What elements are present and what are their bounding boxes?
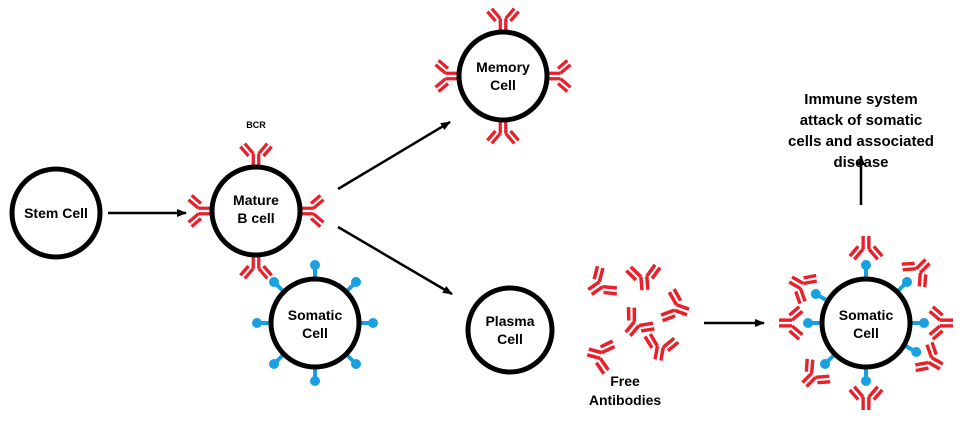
- antigen-icon: [810, 289, 829, 303]
- memory-cell-label-line1: Memory: [476, 59, 530, 75]
- free-antibody-icon: [587, 265, 618, 296]
- free-antibody-icon: [586, 339, 616, 375]
- somatic-cell-right-label-line2: Cell: [853, 325, 879, 341]
- stem-cell: Stem Cell: [9, 166, 103, 260]
- antigen-icon: [344, 352, 362, 370]
- stem-cell-label: Stem Cell: [24, 205, 88, 221]
- arrow-mature-to-plasma: [337, 225, 453, 296]
- bcr-antibody-icon: [486, 7, 520, 31]
- somatic-cell-left-label-line2: Cell: [302, 325, 328, 341]
- outcome-line3: cells and associated: [788, 133, 934, 150]
- memory-cell: Memory Cell: [434, 7, 572, 145]
- somatic-cell-left-label-line1: Somatic: [288, 307, 343, 323]
- free-antibodies: Free Antibodies: [586, 263, 690, 408]
- free-antibody-glyphs: [586, 263, 690, 375]
- bound-antibody-icon: [788, 273, 818, 305]
- antigen-icon: [310, 260, 320, 279]
- antigen-icon: [910, 318, 929, 328]
- antigen-icon: [310, 367, 320, 386]
- free-antibodies-label-line2: Antibodies: [589, 392, 662, 408]
- memory-receptors: [434, 7, 572, 145]
- bcr-antibody-icon: [548, 59, 572, 93]
- plasma-cell-label-line2: Cell: [497, 331, 523, 347]
- bound-antibody-icon: [928, 305, 953, 341]
- bcr-antibody-icon: [486, 121, 520, 145]
- plasma-cell: Plasma Cell: [465, 285, 555, 375]
- plasma-cell-label-line1: Plasma: [485, 313, 534, 329]
- free-antibody-icon: [643, 333, 680, 361]
- mature-b-cell: Mature B cell BCR: [187, 120, 325, 280]
- bound-antibody-icon: [914, 341, 944, 373]
- antigen-icon: [268, 352, 286, 370]
- bound-antibody-icon: [779, 305, 804, 341]
- antigen-icon: [861, 367, 871, 386]
- bound-antibody-icon: [848, 236, 884, 261]
- antigen-icon: [344, 276, 362, 294]
- antigen-icon: [252, 318, 271, 328]
- bcr-label: BCR: [246, 120, 266, 130]
- free-antibody-icon: [625, 263, 662, 291]
- bcr-antibody-icon: [239, 142, 273, 166]
- bound-antibody-icon: [848, 385, 884, 410]
- bound-antibody-icon: [901, 258, 931, 288]
- antigen-icon: [903, 343, 922, 357]
- outcome-text: Immune system attack of somatic cells an…: [788, 91, 934, 171]
- antigen-icon: [861, 260, 871, 279]
- antigen-icon: [895, 276, 913, 294]
- somatic-cell-left: Somatic Cell: [252, 260, 378, 386]
- somatic-cell-right: Somatic Cell: [779, 236, 953, 410]
- outcome-line1: Immune system: [804, 91, 917, 108]
- bcr-antibody-icon: [301, 194, 325, 228]
- bcr-antibody-icon: [187, 194, 211, 228]
- antigen-icon: [803, 318, 822, 328]
- free-antibody-icon: [624, 307, 655, 338]
- somatic-cell-right-label-line1: Somatic: [839, 307, 894, 323]
- free-antibodies-label-line1: Free: [610, 373, 640, 389]
- bound-antibody-icon: [801, 358, 831, 388]
- free-antibody-icon: [660, 288, 690, 323]
- mature-b-cell-label-line2: B cell: [237, 210, 274, 226]
- bcr-antibody-icon: [434, 59, 458, 93]
- outcome-line2: attack of somatic: [800, 112, 923, 129]
- memory-cell-label-line2: Cell: [490, 77, 516, 93]
- mature-b-cell-label-line1: Mature: [233, 192, 279, 208]
- outcome-line4: disease: [833, 154, 888, 171]
- antigen-icon: [268, 276, 286, 294]
- antigen-icon: [819, 352, 837, 370]
- arrow-mature-to-memory: [337, 120, 451, 191]
- bcr-receptors: [187, 142, 325, 280]
- bcr-antibody-icon: [239, 256, 273, 280]
- antigen-icon: [359, 318, 378, 328]
